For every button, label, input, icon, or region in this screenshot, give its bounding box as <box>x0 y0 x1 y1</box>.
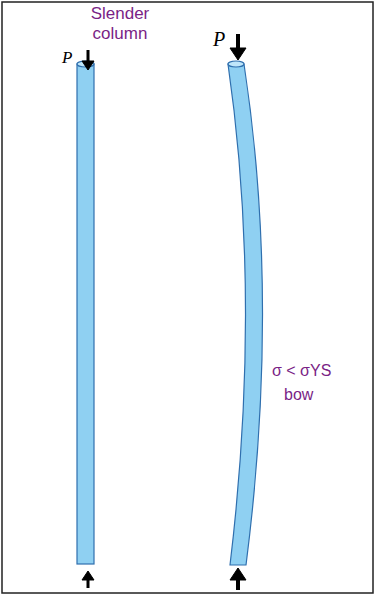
column-title: Slender column <box>70 4 170 43</box>
load-symbol: P <box>62 48 72 68</box>
load-arrow-large <box>230 34 246 590</box>
load-symbol: P <box>213 28 225 51</box>
bow-note: bow <box>284 386 313 404</box>
bowed-column <box>228 61 263 565</box>
straight-column <box>77 61 94 564</box>
load-arrow-small <box>82 50 94 588</box>
stress-condition: σ < σYS <box>272 362 331 380</box>
